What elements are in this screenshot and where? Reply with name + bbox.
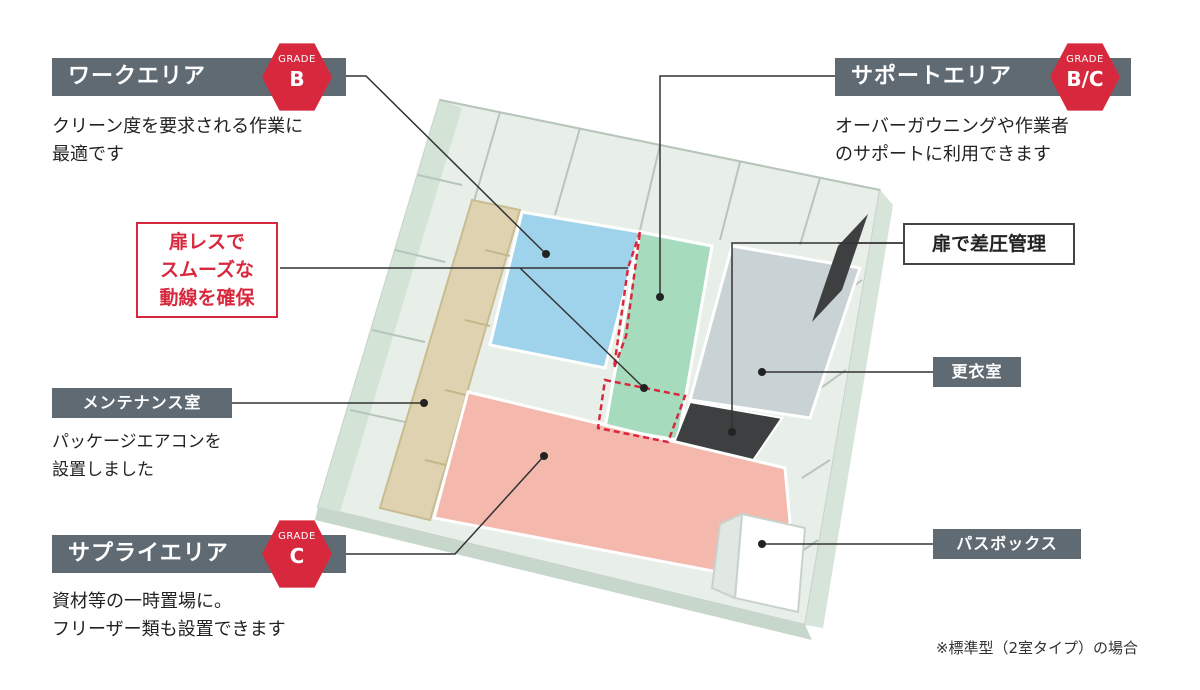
maintenance-desc-line1: パッケージエアコンを	[52, 432, 222, 452]
doorless-path-lower	[596, 378, 687, 444]
leader-lines	[232, 75, 933, 555]
maintenance-description: パッケージエアコンを 設置しました	[52, 428, 222, 484]
work-area-desc-line1: クリーン度を要求される作業に	[52, 116, 304, 137]
maintenance-desc-line2: 設置しました	[52, 460, 154, 480]
grade-value: B	[289, 67, 305, 91]
outer-wall-right	[805, 190, 893, 628]
doorless-callout: 扉レスで スムーズな 動線を確保	[136, 222, 278, 318]
doorless-line1: 扉レスで	[168, 231, 245, 253]
supply-area-floor	[432, 390, 792, 582]
grade-label: GRADE	[1066, 54, 1104, 65]
pass-box-label: パスボックス	[933, 529, 1081, 559]
right-door	[812, 214, 868, 322]
maintenance-title: メンテナンス室	[52, 388, 232, 418]
maintenance-room	[378, 198, 522, 522]
work-area-description: クリーン度を要求される作業に 最適です	[52, 113, 303, 169]
doorless-path-upper	[612, 231, 642, 369]
outer-wall-left	[318, 100, 462, 512]
support-area-desc-line1: オーバーガウニングや作業者	[835, 116, 1069, 137]
supply-area-desc-line1: 資材等の一時置場に。	[52, 591, 232, 612]
grade-value: C	[289, 544, 305, 568]
work-area-desc-line2: 最適です	[52, 144, 124, 165]
work-area-floor	[488, 210, 642, 370]
support-area-desc-line2: のサポートに利用できます	[835, 144, 1051, 165]
support-area-description: オーバーガウニングや作業者 のサポートに利用できます	[835, 113, 1069, 169]
leader-dots	[420, 250, 766, 548]
footnote: ※標準型（2室タイプ）の場合	[935, 639, 1138, 657]
supply-area-desc-line2: フリーザー類も設置できます	[52, 619, 286, 640]
doorless-line2: スムーズな	[159, 259, 255, 281]
grade-value: B/C	[1066, 67, 1104, 91]
outer-wall-bottom	[315, 507, 812, 640]
changing-room-label: 更衣室	[933, 357, 1021, 387]
supply-area-description: 資材等の一時置場に。 フリーザー類も設置できます	[52, 588, 286, 644]
grade-label: GRADE	[278, 531, 316, 542]
grade-label: GRADE	[278, 54, 316, 65]
doorless-line3: 動線を確保	[159, 287, 255, 309]
door-pressure-callout: 扉で差圧管理	[903, 223, 1075, 265]
pass-box-side	[710, 512, 744, 600]
pass-box-front	[733, 512, 807, 614]
